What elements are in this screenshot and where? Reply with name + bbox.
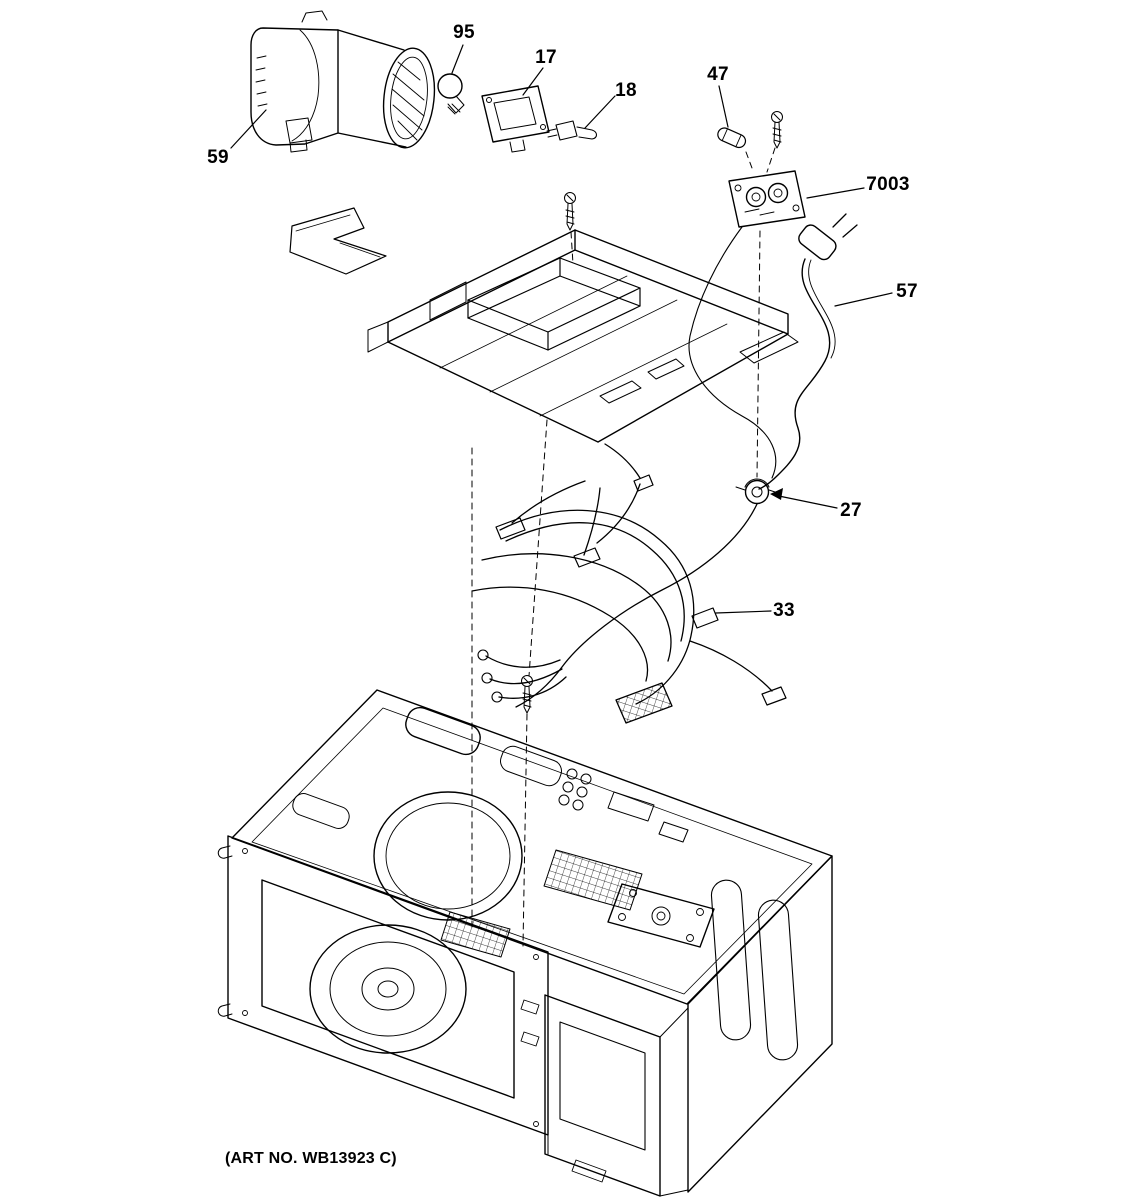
- arrowhead: [770, 488, 783, 500]
- power-cord: [688, 213, 858, 490]
- thermostat: [735, 478, 779, 505]
- leader-lines: [230, 44, 893, 614]
- terminal: [546, 120, 598, 141]
- switch: [481, 85, 550, 153]
- fuse: [717, 127, 747, 149]
- bracket-plate: [289, 207, 387, 275]
- lamp-bulb: [437, 73, 465, 115]
- oven-chassis: [217, 689, 833, 1197]
- base-pan: [367, 229, 799, 443]
- wire-harness: [471, 443, 787, 724]
- art-number: (ART NO. WB13923 C): [225, 1150, 397, 1167]
- blower-motor-assembly: [250, 10, 436, 153]
- screws: [521, 111, 783, 714]
- terminal-board: [728, 170, 806, 228]
- projection-lines: [471, 147, 776, 947]
